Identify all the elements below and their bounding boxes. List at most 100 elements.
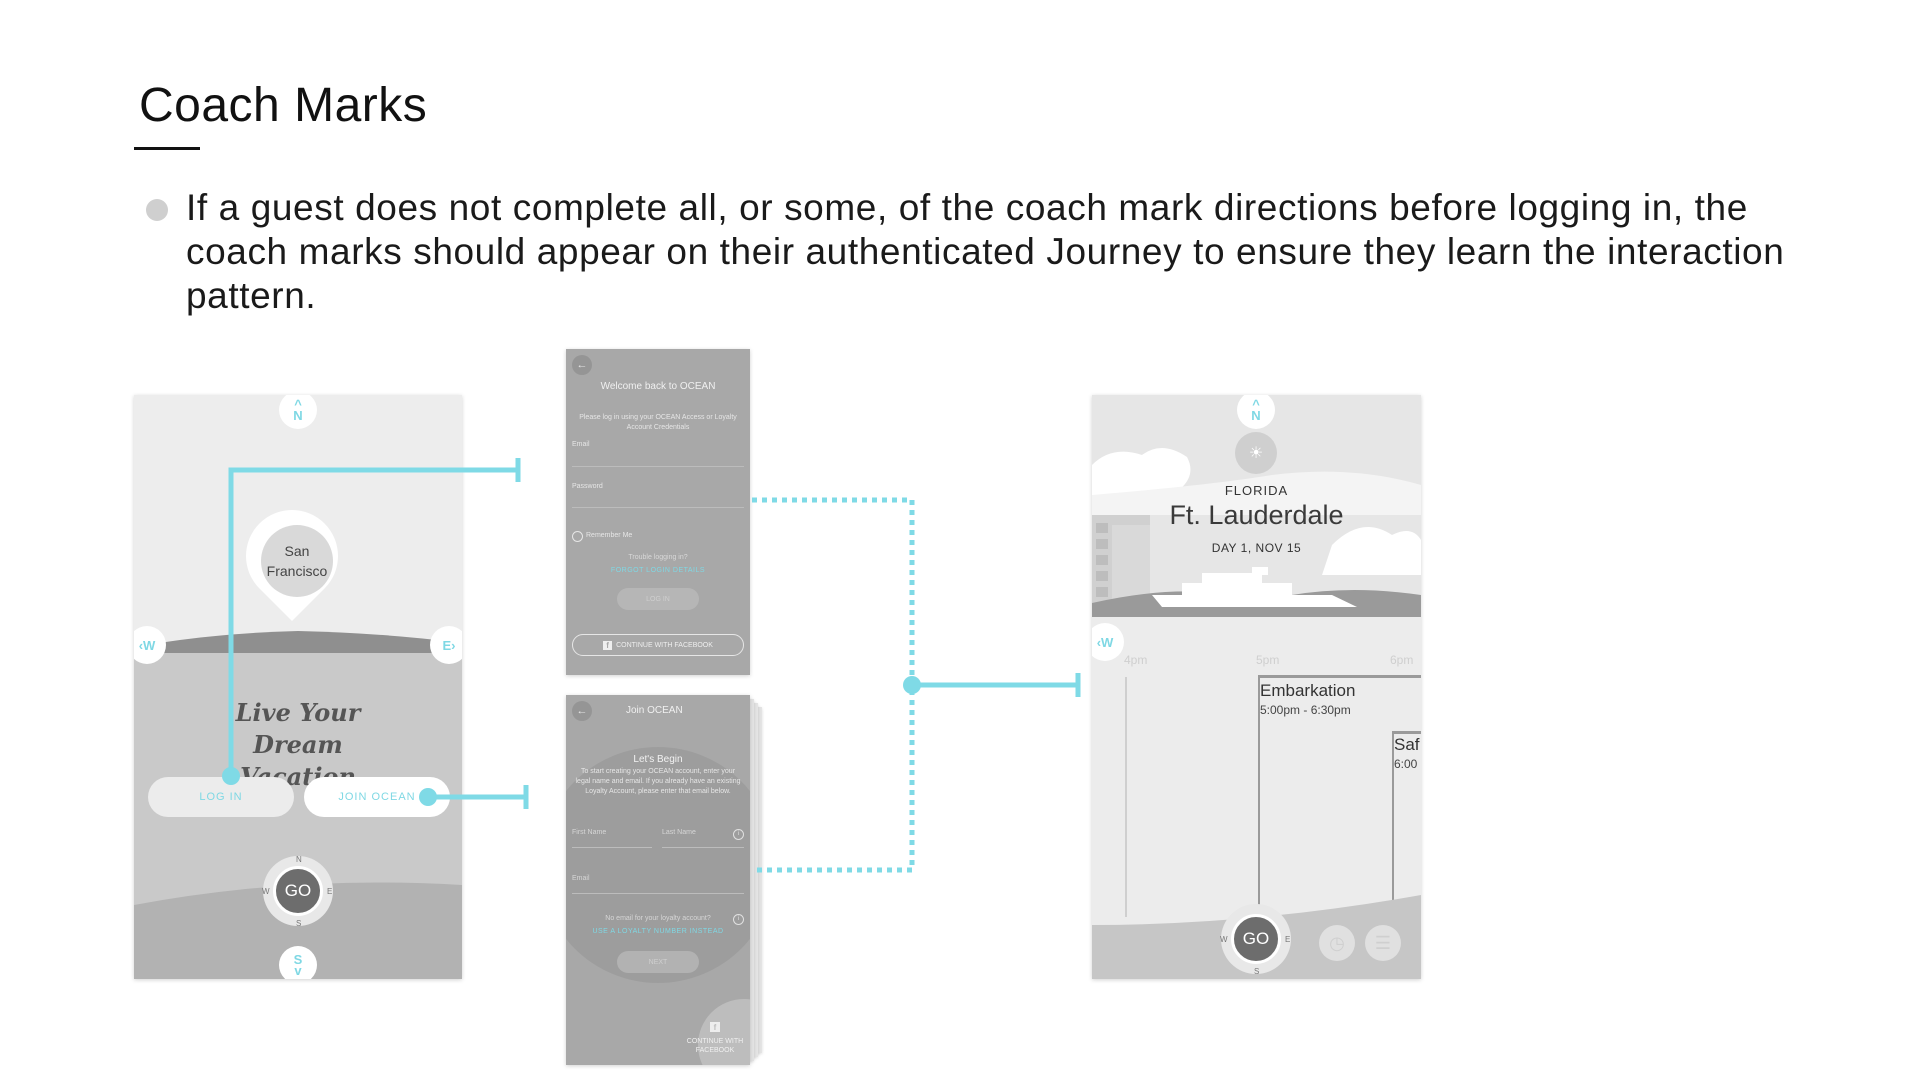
state-label: FLORIDA [1224, 483, 1289, 498]
info-icon[interactable]: i [733, 914, 744, 925]
facebook-join-button[interactable]: CONTINUE WITH FACEBOOK [686, 1038, 744, 1054]
chevron-right-icon: › [451, 637, 456, 653]
first-name-label: First Name [572, 829, 607, 836]
event-bar [1258, 675, 1421, 678]
west-label: W [143, 637, 156, 653]
facebook-login-button[interactable]: f CONTINUE WITH FACEBOOK [572, 634, 744, 656]
timeline-line [1392, 733, 1394, 923]
dial-east: E [1285, 935, 1291, 944]
weather-sunrise-icon[interactable]: ☀ [1235, 432, 1277, 474]
join-header: Join OCEAN [626, 705, 683, 716]
password-field[interactable] [572, 507, 744, 508]
info-icon[interactable]: i [733, 829, 744, 840]
join-screen: ← Join OCEAN Let's Begin To start creati… [566, 695, 750, 1065]
first-name-field[interactable] [572, 847, 652, 848]
south-label: S [293, 952, 303, 967]
join-email-field[interactable] [572, 893, 744, 894]
email-field[interactable] [572, 466, 744, 467]
slide-title: Coach Marks [139, 79, 428, 132]
email-label: Email [572, 441, 590, 448]
scene-illustration [1092, 447, 1421, 617]
welcome-screen: ^ N ‹W E› San Francisco Live Your Dream … [134, 395, 462, 979]
no-email-label: No email for your loyalty account? [605, 915, 711, 922]
clock-icon[interactable]: ◷ [1319, 925, 1355, 961]
trouble-label: Trouble logging in? [628, 554, 688, 561]
go-label: GO [1231, 914, 1281, 964]
bottom-hill [134, 882, 462, 979]
loyalty-number-link[interactable]: USE A LOYALTY NUMBER INSTEAD [592, 928, 724, 935]
chevron-left-icon: ‹ [1096, 634, 1102, 650]
dial-north: N [296, 855, 302, 864]
log-in-label: LOG IN [199, 791, 243, 803]
go-compass-button[interactable]: GO [263, 856, 333, 926]
chevron-left-icon: ‹ [138, 637, 144, 653]
event-bar [1392, 731, 1421, 734]
compass-north-button[interactable]: ^ N [1237, 395, 1275, 429]
north-label: N [1251, 408, 1261, 423]
chevron-up-icon: ^ [1252, 397, 1260, 412]
compass-east-button[interactable]: E› [430, 626, 462, 664]
day-label: DAY 1, NOV 15 [1211, 541, 1302, 555]
hero-headline: Live Your Dream Vacation [235, 698, 361, 791]
join-screen-stack: ← Join OCEAN Let's Begin To start creati… [566, 695, 766, 1065]
remember-me-label: Remember Me [586, 532, 633, 539]
join-email-label: Email [572, 875, 590, 882]
west-label: W [1101, 634, 1114, 650]
go-compass-button[interactable]: GO [1221, 904, 1291, 974]
last-name-field[interactable] [662, 847, 744, 848]
east-label: E [442, 637, 452, 653]
title-underline [134, 147, 200, 150]
back-arrow-icon[interactable]: ← [572, 355, 592, 375]
forgot-login-link[interactable]: FORGOT LOGIN DETAILS [610, 567, 706, 574]
join-body: To start creating your OCEAN account, en… [575, 768, 741, 795]
north-label: N [293, 408, 303, 423]
login-submit-button[interactable]: LOG IN [617, 588, 699, 610]
timeline-line [1258, 677, 1260, 927]
dial-west: W [1220, 935, 1228, 944]
event-second-time: 6:00 [1394, 757, 1418, 771]
dial-south: S [296, 919, 302, 928]
join-ocean-label: JOIN OCEAN [338, 791, 416, 803]
chevron-down-icon: v [294, 963, 302, 978]
join-connector-dot [419, 788, 437, 806]
pin-destination[interactable]: San Francisco [261, 525, 333, 597]
facebook-icon: f [710, 1022, 720, 1032]
time-label-4pm: 4pm [1124, 653, 1148, 667]
journey-screen: ^ N ☀ FLORIDA Ft. Lauderdale DAY 1, NOV … [1092, 395, 1421, 979]
destination-label: San Francisco [266, 543, 328, 579]
dial-west: W [262, 887, 270, 896]
facebook-login-label: CONTINUE WITH FACEBOOK [616, 641, 713, 649]
password-label: Password [572, 483, 603, 490]
event-embarkation-title[interactable]: Embarkation [1260, 681, 1356, 700]
login-screen: ← Welcome back to OCEAN Please log in us… [566, 349, 750, 675]
go-label: GO [273, 866, 323, 916]
join-background [566, 747, 750, 1065]
compass-south-button[interactable]: S v [279, 946, 317, 979]
log-in-button[interactable]: LOG IN [148, 777, 294, 817]
bullet-text: If a guest does not complete all, or som… [186, 187, 1785, 316]
compass-west-button[interactable]: ‹W [134, 626, 166, 664]
back-arrow-icon[interactable]: ← [572, 701, 592, 721]
dial-east: E [327, 887, 333, 896]
timeline-line [1125, 677, 1127, 917]
facebook-icon: f [603, 640, 613, 650]
dial-south: S [1254, 967, 1260, 976]
login-subtitle: Please log in using your OCEAN Access or… [579, 414, 737, 431]
next-button[interactable]: NEXT [617, 951, 699, 973]
last-name-label: Last Name [662, 829, 696, 836]
event-second-title[interactable]: Saf [1394, 735, 1420, 754]
time-label-5pm: 5pm [1256, 653, 1280, 667]
login-submit-label: LOG IN [646, 595, 670, 603]
compass-west-button[interactable]: ‹W [1092, 623, 1124, 661]
time-label-6pm: 6pm [1390, 653, 1414, 667]
document-icon[interactable]: ☰ [1365, 925, 1401, 961]
bracket-connector-dot [903, 676, 921, 694]
compass-north-button[interactable]: ^ N [279, 395, 317, 429]
next-label: NEXT [648, 958, 668, 966]
event-embarkation-time: 5:00pm - 6:30pm [1260, 703, 1351, 717]
chevron-up-icon: ^ [294, 397, 302, 412]
join-title: Let's Begin [633, 754, 683, 765]
bullet-dot-icon [146, 199, 168, 221]
remember-me-checkbox[interactable] [572, 531, 583, 542]
